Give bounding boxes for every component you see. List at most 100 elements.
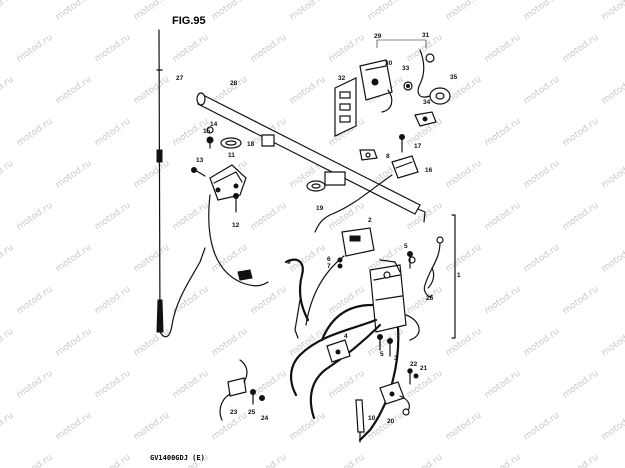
callout-21: 21 [420,365,428,372]
callout-23: 23 [230,409,238,416]
callout-12: 12 [232,222,240,229]
callout-6: 6 [327,256,331,263]
callout-25: 25 [248,409,256,416]
watermark-text: motod.ru [249,285,289,317]
callout-24: 24 [261,415,269,422]
watermark-text: motod.ru [54,159,94,191]
watermark-text: motod.ru [522,411,562,443]
watermark-text: motod.ru [93,33,133,65]
watermark-text: motod.ru [483,33,523,65]
callout-33: 33 [402,65,410,72]
watermark-text: motod.ru [93,285,133,317]
callout-32: 32 [338,75,346,82]
figure-title: FIG.95 [172,15,206,27]
watermark-text: motod.ru [132,243,172,275]
watermark-text: motod.ru [15,201,55,233]
watermark-text: motod.ru [600,0,625,22]
bolt-set-left [191,126,239,213]
watermark-text: motod.ru [561,285,601,317]
watermark-text: motod.ru [171,285,211,317]
grommet-8 [359,149,378,161]
watermark-text: motod.ru [561,117,601,149]
callout-31: 31 [422,32,430,39]
watermark-text: motod.ru [171,201,211,233]
unit-20 [379,368,419,416]
watermark-text: motod.ru [0,411,16,443]
watermark-text: motod.ru [15,117,55,149]
callout-16: 16 [425,167,433,174]
watermark-text: motod.ru [522,243,562,275]
watermark-text: motod.ru [483,285,523,317]
mounting-bar [196,92,426,223]
model-code: GV1400GDJ (E) [150,454,205,462]
callout-28: 28 [230,80,238,87]
watermark-text: motod.ru [15,369,55,401]
watermark-text: motod.ru [327,453,367,468]
watermark-text: motod.ru [93,369,133,401]
watermark-text: motod.ru [600,411,625,443]
watermark-text: motod.ru [54,411,94,443]
watermark-text: motod.ru [93,453,133,468]
watermark-text: motod.ru [15,33,55,65]
callout-labels: 1 2 3 4 5 5 6 7 8 9 10 11 12 13 14 15 16… [176,32,461,425]
callout-30: 30 [385,60,393,67]
callout-29: 29 [374,33,382,40]
watermark-text: motod.ru [249,453,289,468]
watermark-text: motod.ru [600,159,625,191]
watermark-text: motod.ru [249,33,289,65]
connector-10 [355,399,365,443]
watermark-text: motod.ru [600,243,625,275]
watermark-text: motod.ru [444,159,484,191]
watermark-text: motod.ru [54,243,94,275]
callout-1: 1 [457,272,461,279]
watermark-text: motod.ru [327,369,367,401]
watermark-text: motod.ru [0,243,16,275]
watermark-text: motod.ru [483,369,523,401]
callout-17: 17 [414,143,422,150]
callout-35: 35 [450,74,458,81]
watermark-text: motod.ru [483,453,523,468]
ground-wire-26 [427,267,435,289]
callout-15: 15 [203,128,211,135]
watermark-text: motod.ru [132,75,172,107]
watermark-text: motod.ru [210,0,250,22]
callout-18: 18 [247,141,255,148]
watermark-text: motod.ru [483,117,523,149]
callout-5: 5 [404,243,408,250]
watermark-text: motod.ru [210,327,250,359]
amplifier-unit-11 [208,164,269,287]
callout-14: 14 [210,121,218,128]
watermark-text: motod.ru [561,369,601,401]
watermark-text: motod.ru [600,75,625,107]
relay-4 [326,339,351,363]
control-unit-2 [305,227,375,326]
watermark-text: motod.ru [0,327,16,359]
watermark-text: motod.ru [132,327,172,359]
callout-7: 7 [327,263,331,270]
watermark-text: motod.ru [288,75,328,107]
watermark-text: motod.ru [366,0,406,22]
antenna-part [156,29,206,338]
callout-34: 34 [423,99,431,106]
callout-22: 22 [410,361,418,368]
watermark-text: motod.ru [561,453,601,468]
watermark-text: motod.ru [0,159,16,191]
bracket-clip-18 [220,137,242,149]
watermark-text: motod.ru [249,369,289,401]
watermark-text: motod.ru [0,75,16,107]
watermark-text: motod.ru [132,0,172,22]
watermark-text: motod.ru [249,201,289,233]
watermark-text: motod.ru [444,0,484,22]
bolt-set-center [337,251,413,357]
watermark-text: motod.ru [483,201,523,233]
watermark-text: motod.ru [327,33,367,65]
callout-5b: 5 [380,351,384,358]
watermark-text: motod.ru [444,411,484,443]
watermark-text: motod.ru [54,0,94,22]
watermark-text: motod.ru [288,411,328,443]
watermark-text: motod.ru [93,117,133,149]
watermark-text: motod.ru [600,327,625,359]
bracket-clip-19 [306,180,326,192]
callout-3: 3 [394,355,398,362]
